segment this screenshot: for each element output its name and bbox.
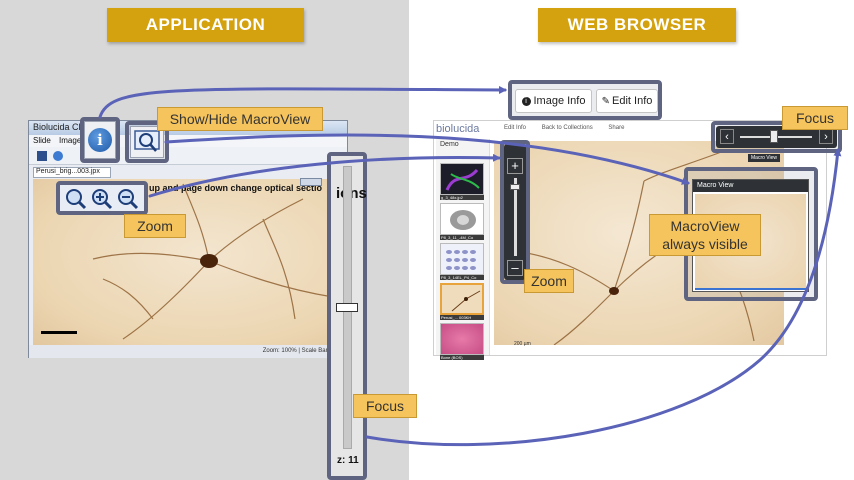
brand-logo: biolucida bbox=[436, 123, 480, 135]
zoom-out-icon bbox=[118, 189, 139, 210]
z-level-label: z: 11 bbox=[337, 455, 359, 466]
app-statusbar: Zoom: 100% | Scale Bar: 100 bbox=[29, 345, 347, 358]
macro-view-tab[interactable]: Macro View bbox=[748, 154, 781, 162]
thumbnail-5-caption: Bone (BOS) bbox=[440, 355, 484, 360]
info-button[interactable]: i bbox=[84, 121, 116, 159]
brain-section-image bbox=[450, 210, 476, 230]
collection-sidebar: Demo g_3_48x.jp2 P8_3_11_-4M_Co bbox=[436, 139, 490, 360]
zoom-in-button[interactable] bbox=[90, 188, 114, 215]
info-icon: i bbox=[88, 128, 112, 152]
thumbnail-1-caption: g_3_48x.jp2 bbox=[440, 195, 484, 200]
slide-array-image bbox=[446, 250, 476, 270]
web-zoom-track[interactable] bbox=[514, 178, 517, 256]
arrow-info-to-image-info bbox=[98, 85, 507, 119]
pencil-icon: ✎ bbox=[601, 96, 611, 107]
menu-image[interactable]: Image bbox=[59, 136, 82, 145]
nav-edit-info[interactable]: Edit Info bbox=[504, 125, 527, 131]
image-tab[interactable]: Perusi_brig...003.jpx bbox=[33, 167, 111, 178]
info-circle-icon: i bbox=[521, 96, 531, 106]
web-zoom-in-button[interactable]: + bbox=[507, 158, 523, 174]
save-icon[interactable] bbox=[37, 151, 47, 161]
app-overlay-text: up and page down change optical sectio bbox=[149, 183, 323, 193]
thumbnail-3-caption: P8_3_14EL_P4_Co bbox=[440, 275, 484, 280]
zoom-toolbar bbox=[60, 185, 144, 211]
browser-nav: Edit Info Back to Collections Share bbox=[504, 125, 638, 131]
thumbnail-5[interactable] bbox=[440, 323, 484, 355]
zoom-out-button[interactable] bbox=[116, 188, 140, 215]
neuron-thumbnail-image bbox=[451, 290, 481, 312]
magnifier-monitor-icon bbox=[134, 130, 160, 152]
thumbnail-4-caption: Perusi_... 003KH bbox=[440, 315, 484, 320]
zoom-fit-icon bbox=[66, 189, 87, 210]
web-focus-slider: ‹ › bbox=[716, 126, 837, 148]
macroview-callout-line1: MacroView bbox=[670, 218, 740, 234]
thumbnail-3[interactable] bbox=[440, 243, 484, 275]
nav-back[interactable]: Back to Collections bbox=[541, 125, 593, 131]
arrow-macroview-to-macro-panel bbox=[164, 133, 690, 185]
macroview-button[interactable] bbox=[130, 126, 164, 158]
macroview-callout: MacroView always visible bbox=[649, 214, 761, 256]
focus-web-callout: Focus bbox=[782, 106, 848, 130]
focus-app-callout: Focus bbox=[353, 394, 417, 418]
web-zoom-control: + – bbox=[504, 144, 526, 280]
arrow-focus-to-web-focus bbox=[365, 148, 842, 447]
macroview-callout-line2: always visible bbox=[662, 236, 748, 252]
zoom-in-icon bbox=[92, 189, 113, 210]
sidebar-title: Demo bbox=[440, 141, 459, 148]
macro-view-title: Macro View bbox=[693, 180, 808, 192]
zoom-fit-button[interactable] bbox=[64, 188, 88, 215]
fluorescence-image bbox=[445, 168, 480, 191]
web-browser-header: WEB BROWSER bbox=[538, 8, 736, 42]
edit-info-button[interactable]: ✎Edit Info bbox=[596, 89, 658, 113]
edit-info-label: Edit Info bbox=[612, 95, 653, 107]
focus-prev-button[interactable]: ‹ bbox=[720, 129, 734, 144]
thumbnail-2[interactable] bbox=[440, 203, 484, 235]
web-zoom-thumb[interactable] bbox=[510, 184, 520, 190]
globe-icon[interactable] bbox=[53, 151, 63, 161]
application-header: APPLICATION bbox=[107, 8, 304, 42]
image-info-label: Image Info bbox=[533, 95, 586, 107]
nav-arrows-icon[interactable] bbox=[300, 178, 322, 186]
neuron-image bbox=[92, 183, 334, 340]
macro-view-frame bbox=[695, 288, 806, 290]
zoom-web-callout: Zoom bbox=[524, 269, 574, 293]
scale-bar bbox=[41, 331, 77, 334]
web-zoom-out-button[interactable]: – bbox=[507, 260, 523, 276]
arrow-zoom-to-web-zoom bbox=[148, 153, 501, 198]
web-focus-thumb[interactable] bbox=[770, 130, 778, 143]
web-scale-label: 200 µm bbox=[514, 341, 531, 347]
focus-slider-thumb[interactable] bbox=[336, 303, 358, 312]
show-hide-macroview-callout: Show/Hide MacroView bbox=[157, 107, 323, 131]
thumbnail-4-selected[interactable] bbox=[440, 283, 484, 315]
nav-share[interactable]: Share bbox=[608, 125, 625, 131]
thumbnail-1[interactable] bbox=[440, 163, 484, 195]
menu-slide[interactable]: Slide bbox=[33, 136, 51, 145]
zoom-app-callout: Zoom bbox=[124, 214, 186, 238]
thumbnail-2-caption: P8_3_11_-4M_Co bbox=[440, 235, 484, 240]
